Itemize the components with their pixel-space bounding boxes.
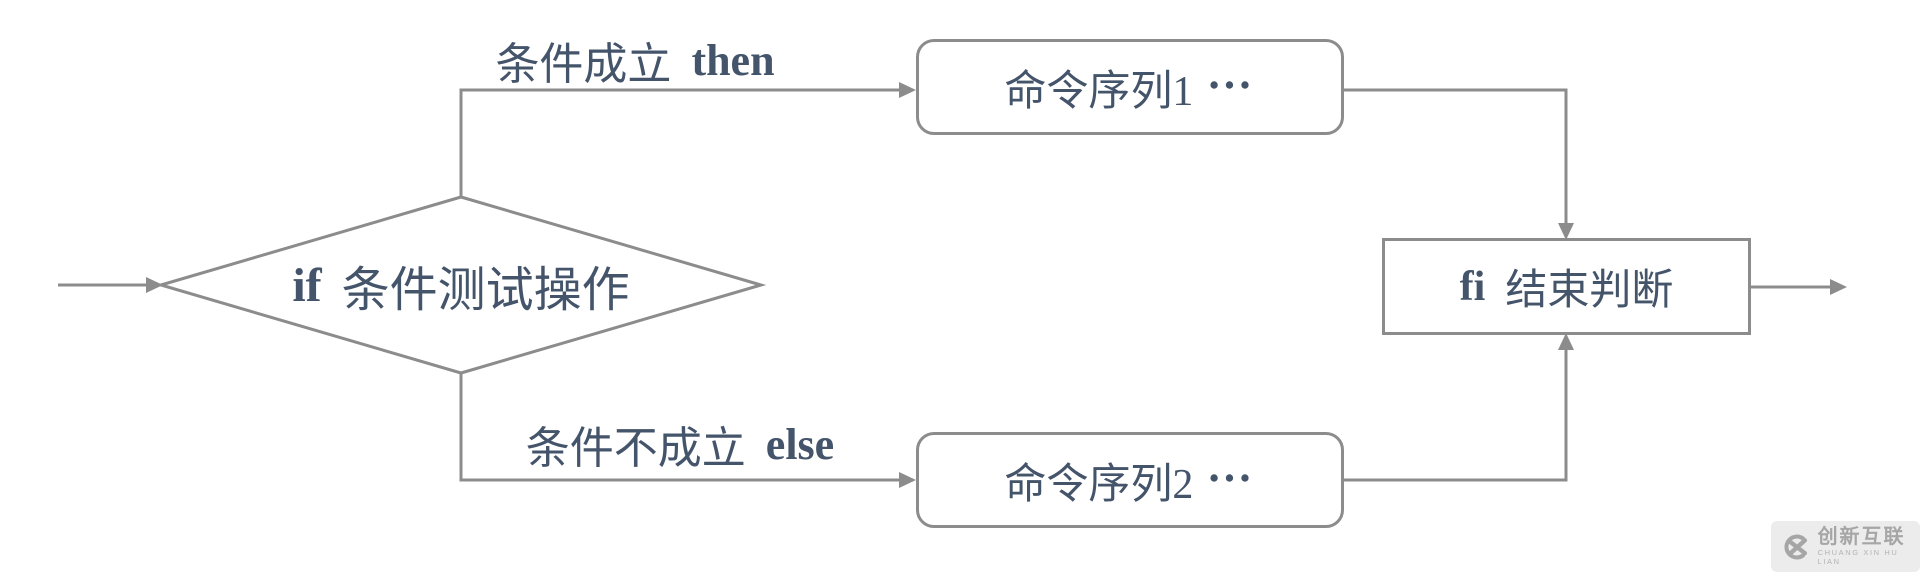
seq1-box: 命令序列1 ••• — [916, 39, 1344, 135]
branch-true-text: 条件成立 — [495, 40, 672, 89]
watermark-text: 创新互联 CHUANG XIN HU LIAN — [1818, 527, 1920, 566]
seq2-to-fi-line — [1344, 350, 1568, 482]
fi-keyword: fi — [1459, 263, 1486, 310]
watermark-name: 创新互联 — [1817, 526, 1906, 548]
false-branch-arrowhead-icon — [899, 472, 916, 488]
seq1-ellipsis: ••• — [1209, 69, 1256, 100]
seq1-label: 命令序列1 — [1004, 68, 1194, 115]
seq2-label: 命令序列2 — [1004, 461, 1194, 508]
if-keyword: if — [292, 258, 322, 312]
seq1-to-fi-line — [1344, 88, 1568, 224]
watermark-subtitle: CHUANG XIN HU LIAN — [1817, 548, 1899, 566]
circle-x-logo-icon — [1784, 534, 1808, 559]
decision-text: 条件测试操作 — [341, 264, 630, 317]
seq2-ellipsis: ••• — [1209, 462, 1256, 493]
fi-box: fi 结束判断 — [1382, 238, 1751, 335]
true-branch-arrowhead-icon — [899, 82, 916, 98]
then-keyword: then — [691, 35, 775, 85]
false-branch-line — [459, 373, 899, 482]
branch-false-text: 条件不成立 — [525, 424, 746, 473]
true-branch-line — [459, 88, 899, 197]
fi-bottom-arrowhead-icon — [1558, 333, 1574, 350]
exit-arrowhead-icon — [1830, 279, 1847, 295]
decision-label: if 条件测试操作 — [161, 197, 761, 373]
seq2-box: 命令序列2 ••• — [916, 432, 1344, 528]
branch-true-label: 条件成立 then — [400, 34, 870, 90]
branch-false-label: 条件不成立 else — [430, 416, 930, 474]
watermark-logo: 创新互联 CHUANG XIN HU LIAN — [1771, 521, 1920, 572]
fi-text: 结束判断 — [1505, 268, 1674, 314]
entry-arrowhead-icon — [146, 277, 163, 293]
fi-top-arrowhead-icon — [1558, 223, 1574, 240]
else-keyword: else — [765, 419, 835, 469]
decision-diamond — [155, 195, 767, 375]
